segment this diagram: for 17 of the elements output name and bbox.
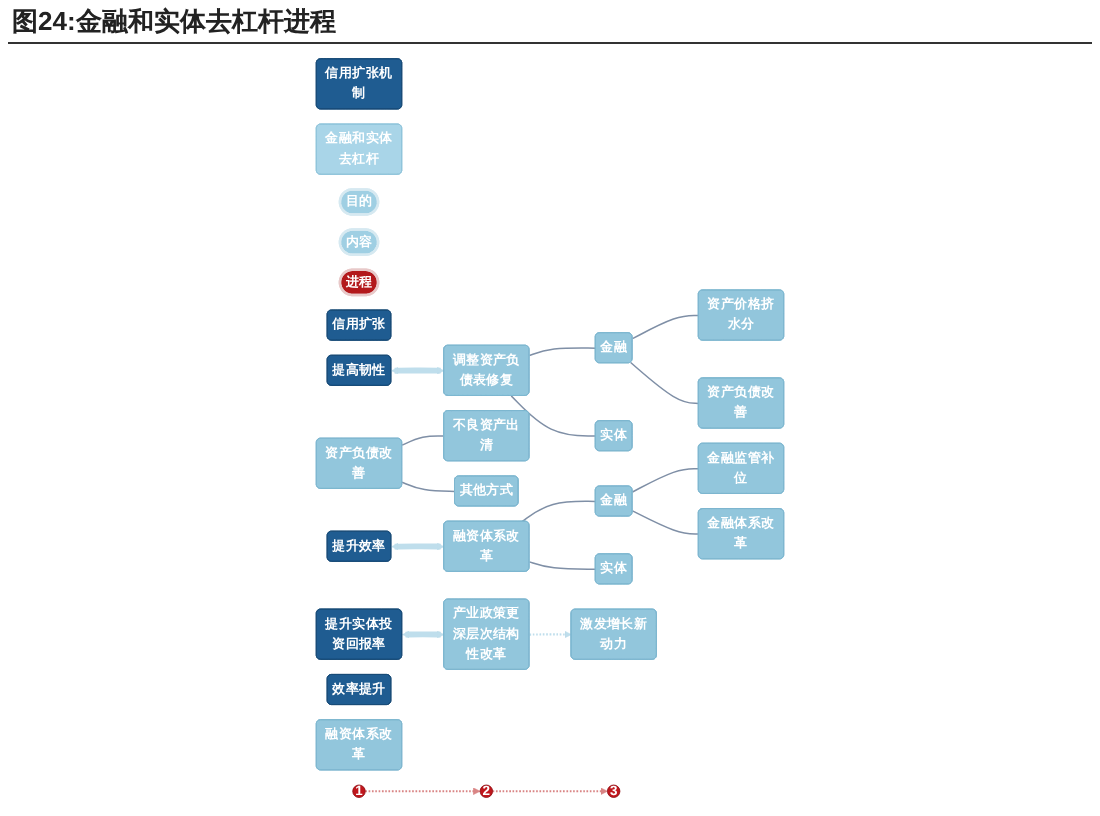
diagram-title: 图24:金融和实体去杠杆进程 [12,4,336,40]
connector [401,435,445,446]
connector [631,510,700,535]
connector [631,314,700,340]
arrow [492,787,608,795]
connector [521,500,597,523]
arrow [529,630,572,639]
arrow [365,787,481,795]
connector [528,347,597,357]
connector [401,481,456,493]
connector [629,361,700,405]
connector [631,467,700,493]
arrow [402,630,445,639]
arrow [391,542,445,551]
connector [528,561,597,571]
arrow [391,366,445,375]
connector [510,395,597,437]
